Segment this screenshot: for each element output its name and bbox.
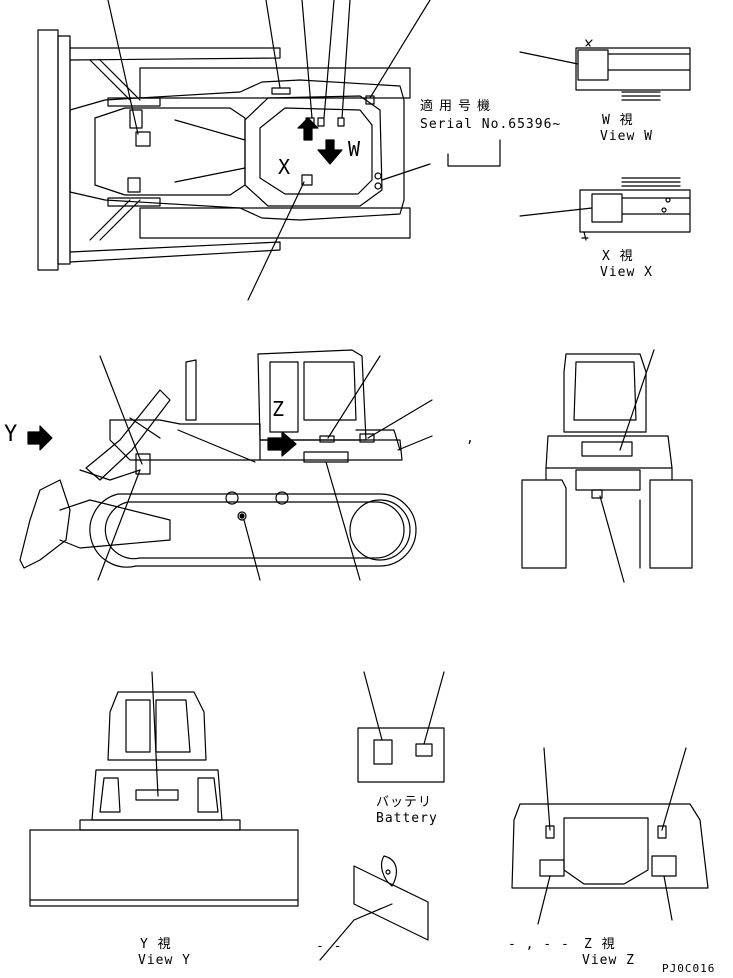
- view-z-detail: [511, 747, 709, 925]
- blade-side: [19, 479, 71, 569]
- blade-front: [29, 829, 299, 907]
- label-view-w: [577, 49, 609, 81]
- view-y-arrow-icon: [27, 425, 53, 451]
- view-w-detail: [519, 39, 691, 101]
- view-w-marker: W: [348, 137, 362, 161]
- view-z-marker: Z: [272, 397, 286, 421]
- battery-detail: [357, 671, 445, 783]
- serial-number-label: Serial No.65396~: [420, 117, 562, 132]
- arrow-up-icon: [297, 117, 319, 141]
- view-w-en-label: View W: [600, 129, 653, 144]
- label-z-left: [539, 859, 565, 877]
- label-view-x: [591, 193, 623, 223]
- machine-body-top: [69, 79, 405, 221]
- side-view-dozer: [19, 349, 433, 581]
- track-rear-right: [649, 479, 693, 569]
- battery-label-left: [373, 739, 393, 765]
- label-front: [135, 789, 179, 801]
- label-side-hood: [135, 453, 151, 475]
- label-z-right: [651, 855, 677, 877]
- battery-box: [357, 727, 445, 783]
- applicable-models-label: 適用号機: [420, 99, 497, 114]
- bottom-dash-mark: - -: [316, 939, 343, 954]
- battery-jp-label: バッテリ: [376, 795, 433, 810]
- view-y-jp-label: Y 視: [140, 937, 172, 952]
- cab-side: [257, 349, 367, 441]
- drawing-code: PJ0C016: [662, 962, 716, 975]
- view-z-jp-label: Z 視: [584, 937, 616, 952]
- arrow-down-icon: [317, 139, 343, 165]
- battery-en-label: Battery: [376, 811, 438, 826]
- view-x-marker: X: [278, 155, 292, 179]
- view-x-jp-label: X 視: [602, 249, 634, 264]
- view-z-en-label: View Z: [582, 953, 635, 968]
- rear-view-dozer: [521, 349, 693, 583]
- side-comma-mark: ,: [466, 431, 475, 446]
- track-right: [139, 207, 411, 239]
- label-hood-top: [135, 131, 151, 147]
- top-view-dozer: [37, 0, 431, 301]
- track-side: [89, 493, 417, 568]
- view-y-front: [29, 671, 299, 907]
- label-rear-panel: [581, 441, 633, 457]
- cab-top: [244, 95, 383, 207]
- view-x-en-label: View X: [600, 265, 653, 280]
- view-y-en-label: View Y: [138, 953, 191, 968]
- track-rear-left: [521, 479, 567, 569]
- view-y-marker: Y: [4, 422, 19, 447]
- bottom-marks: - , - -: [508, 937, 570, 952]
- view-x-detail: [519, 177, 691, 241]
- blade-top: [37, 29, 59, 271]
- arrow-right-icon: [267, 431, 297, 457]
- view-w-jp-label: W 視: [602, 113, 634, 128]
- serial-bracket: [447, 139, 501, 167]
- hang-tag: [319, 855, 429, 961]
- battery-label-right: [415, 743, 433, 757]
